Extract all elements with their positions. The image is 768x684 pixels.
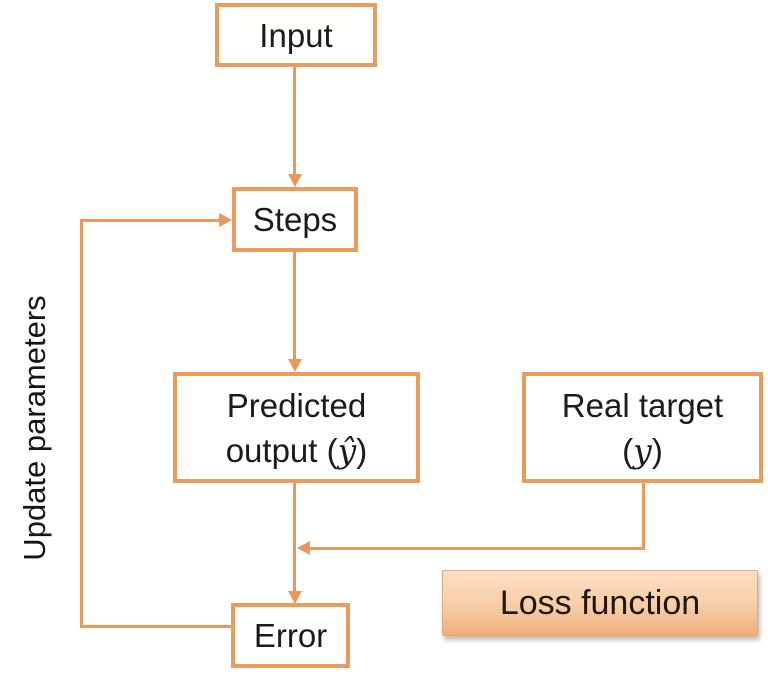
edge-loop-bottom: [80, 625, 231, 628]
edge-loop-vertical: [80, 219, 83, 628]
loss-function-callout: Loss function: [442, 570, 758, 636]
node-real-target: Real target (y): [522, 372, 763, 483]
node-steps-label: Steps: [252, 201, 338, 238]
node-predicted-output: Predicted output (ŷ): [173, 372, 420, 483]
arrowhead-junction-left-icon: [297, 541, 310, 555]
node-input: Input: [215, 3, 377, 67]
edge-predicted-to-error: [293, 483, 296, 594]
edge-steps-to-predicted: [293, 252, 296, 362]
node-error-label: Error: [253, 617, 328, 654]
arrowhead-steps-top-icon: [288, 174, 302, 187]
predicted-output-line2-suffix: ): [356, 431, 368, 469]
update-parameters-label: Update parameters: [17, 295, 52, 561]
loss-function-label: Loss function: [499, 583, 701, 622]
real-target-line2-suffix: ): [651, 431, 663, 469]
predicted-output-line2-prefix: output (: [225, 431, 338, 469]
edge-loop-top: [80, 219, 220, 222]
edge-realtarget-down: [642, 483, 645, 550]
node-input-label: Input: [259, 16, 333, 54]
real-target-line2-prefix: (: [622, 431, 634, 469]
node-steps: Steps: [232, 187, 358, 252]
arrowhead-steps-left-icon: [219, 213, 232, 227]
edge-realtarget-horizontal: [309, 547, 645, 550]
arrowhead-error-top-icon: [288, 591, 302, 604]
arrowhead-predicted-top-icon: [288, 359, 302, 372]
real-target-line2: (y): [622, 428, 663, 473]
predicted-output-symbol: ŷ: [337, 430, 357, 470]
node-error: Error: [231, 603, 350, 668]
real-target-symbol: y: [633, 430, 652, 470]
real-target-line1: Real target: [561, 386, 724, 424]
predicted-output-line2: output (ŷ): [226, 428, 368, 473]
predicted-output-line1: Predicted: [226, 386, 367, 424]
edge-input-to-steps: [293, 67, 296, 177]
